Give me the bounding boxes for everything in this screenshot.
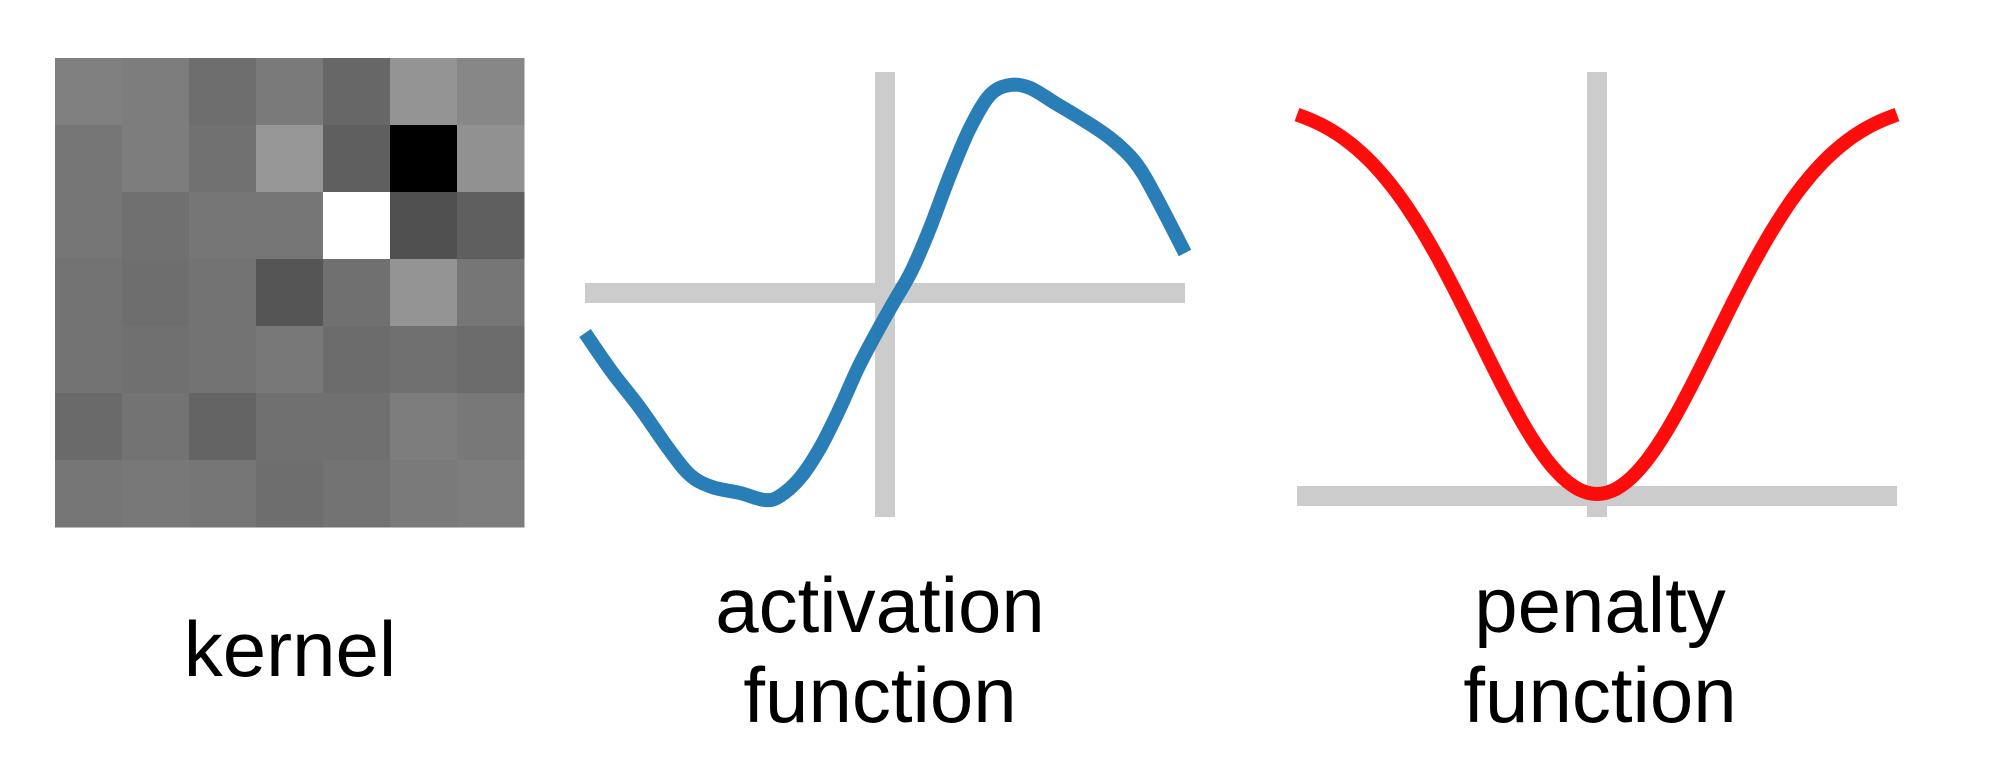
kernel-cell xyxy=(457,460,525,528)
kernel-cell xyxy=(55,393,123,461)
kernel-heatmap xyxy=(55,58,525,528)
kernel-cell xyxy=(122,326,190,394)
penalty-function-label: penalty function xyxy=(1300,560,1900,740)
kernel-cell xyxy=(323,393,391,461)
kernel-cell xyxy=(55,326,123,394)
kernel-cell xyxy=(189,460,257,528)
kernel-cell xyxy=(55,58,123,126)
penalty-curve xyxy=(1294,108,1900,501)
penalty-label-line1: penalty xyxy=(1474,561,1726,649)
kernel-cell xyxy=(122,58,190,126)
kernel-cell xyxy=(457,393,525,461)
activation-panel xyxy=(579,72,1192,517)
kernel-cell xyxy=(457,259,525,327)
kernel-cell xyxy=(390,393,458,461)
activation-label-line1: activation xyxy=(715,561,1045,649)
kernel-cell xyxy=(189,326,257,394)
kernel-cell xyxy=(457,58,525,126)
kernel-cell xyxy=(256,326,324,394)
kernel-cell xyxy=(390,326,458,394)
kernel-cell xyxy=(390,125,458,193)
kernel-label-text: kernel xyxy=(183,605,397,693)
kernel-cell xyxy=(256,192,324,260)
kernel-cell xyxy=(122,393,190,461)
kernel-cell xyxy=(189,393,257,461)
kernel-cell xyxy=(55,192,123,260)
kernel-cell xyxy=(189,125,257,193)
kernel-cell xyxy=(323,125,391,193)
kernel-cell xyxy=(390,460,458,528)
kernel-cell xyxy=(457,326,525,394)
kernel-cell xyxy=(55,125,123,193)
kernel-cell xyxy=(256,125,324,193)
kernel-cell xyxy=(256,393,324,461)
kernel-cell xyxy=(55,460,123,528)
kernel-cell xyxy=(189,58,257,126)
kernel-cell xyxy=(390,58,458,126)
kernel-cell xyxy=(122,125,190,193)
kernel-cell xyxy=(122,460,190,528)
kernel-cell xyxy=(256,58,324,126)
kernel-cell xyxy=(122,259,190,327)
kernel-cell xyxy=(390,192,458,260)
kernel-cell xyxy=(256,460,324,528)
penalty-label-line2: function xyxy=(1463,651,1737,739)
kernel-cell xyxy=(122,192,190,260)
kernel-cell xyxy=(323,58,391,126)
kernel-label: kernel xyxy=(70,604,510,694)
kernel-cell xyxy=(323,460,391,528)
kernel-cell xyxy=(189,192,257,260)
kernel-cell xyxy=(323,192,391,260)
kernel-cell xyxy=(390,259,458,327)
activation-label-line2: function xyxy=(743,651,1017,739)
activation-function-label: activation function xyxy=(580,560,1180,740)
penalty-panel xyxy=(1294,72,1900,517)
kernel-cell xyxy=(323,259,391,327)
kernel-cell xyxy=(256,259,324,327)
kernel-cell xyxy=(457,192,525,260)
kernel-cell xyxy=(323,326,391,394)
kernel-cell xyxy=(457,125,525,193)
kernel-cell xyxy=(55,259,123,327)
kernel-cell xyxy=(189,259,257,327)
activation-curve xyxy=(579,77,1192,508)
